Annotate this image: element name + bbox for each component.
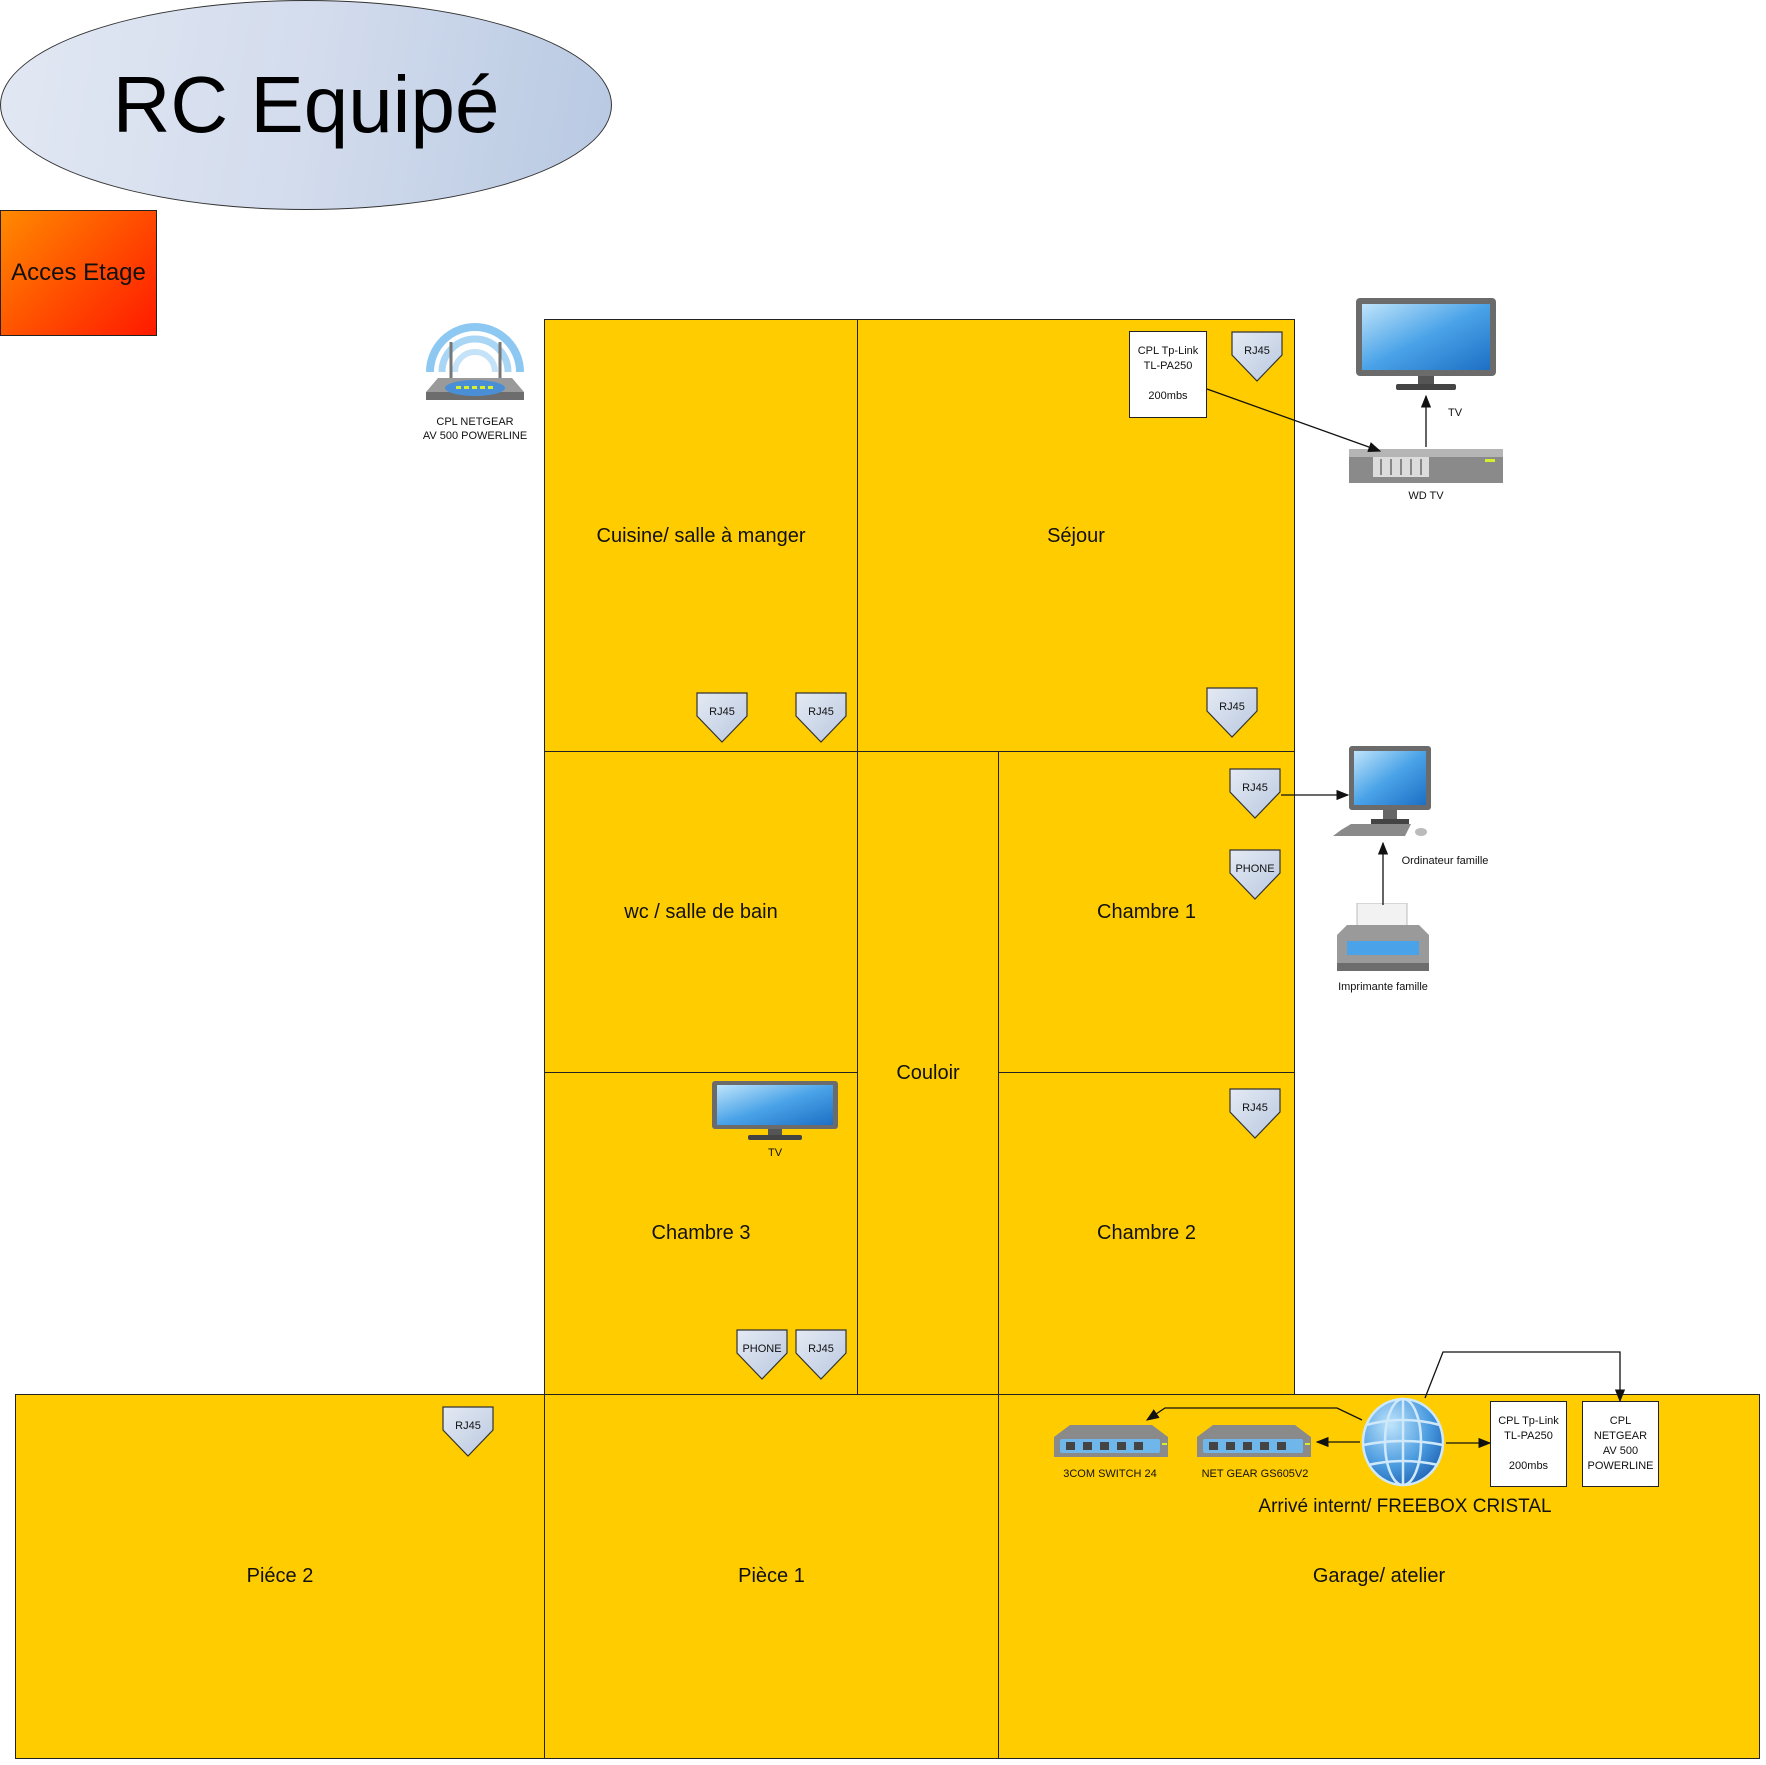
cpl-netgear-wifi[interactable] bbox=[420, 310, 530, 410]
port-cuisine-2[interactable]: RJ45 bbox=[795, 692, 847, 744]
caption-line: CPL NETGEAR bbox=[436, 416, 514, 428]
wall-port-icon bbox=[795, 692, 847, 743]
box-line: CPL bbox=[1609, 1415, 1632, 1427]
wall-port-icon bbox=[442, 1406, 494, 1457]
port-label: RJ45 bbox=[1242, 1102, 1268, 1114]
port-chambre3-phone[interactable]: PHONE bbox=[736, 1329, 788, 1381]
wall-port-icon bbox=[1231, 331, 1283, 382]
cpl-tplink-sejour[interactable]: CPL Tp-Link TL-PA250 200mbs bbox=[1129, 331, 1207, 418]
monitor-icon bbox=[712, 1081, 838, 1140]
tv-sejour-caption: TV bbox=[1447, 407, 1463, 419]
box-line: TL-PA250 bbox=[1143, 360, 1193, 372]
room-label: Pièce 1 bbox=[738, 1565, 805, 1587]
wall-port-icon bbox=[1229, 768, 1281, 819]
port-label: PHONE bbox=[742, 1343, 782, 1355]
port-label: RJ45 bbox=[1219, 701, 1245, 713]
room-label: Garage/ atelier bbox=[1312, 1565, 1446, 1587]
port-chambre1-phone[interactable]: PHONE bbox=[1229, 849, 1281, 901]
acces-etage-label: Acces Etage bbox=[11, 259, 146, 286]
room-piece2[interactable]: Piéce 2 bbox=[15, 1394, 545, 1759]
wd-tv-caption: WD TV bbox=[1408, 490, 1444, 502]
imprimante-famille[interactable] bbox=[1333, 902, 1433, 975]
globe-icon bbox=[1361, 1397, 1445, 1487]
port-label: RJ45 bbox=[709, 706, 735, 718]
room-label: Séjour bbox=[1047, 525, 1105, 547]
switch-netgear-caption: NET GEAR GS605V2 bbox=[1201, 1468, 1309, 1480]
box-line: TL-PA250 bbox=[1504, 1430, 1553, 1442]
room-label: Chambre 1 bbox=[1097, 900, 1196, 923]
port-label: RJ45 bbox=[455, 1420, 481, 1432]
room-label: Piéce 2 bbox=[246, 1565, 314, 1587]
room-label: Couloir bbox=[896, 1061, 960, 1084]
cpl-tplink-garage[interactable]: CPL Tp-Link TL-PA250 200mbs bbox=[1490, 1401, 1567, 1487]
port-label: PHONE bbox=[1235, 863, 1275, 875]
wifi-router-icon bbox=[426, 323, 524, 400]
acces-etage[interactable]: Acces Etage bbox=[0, 210, 157, 336]
wall-port-icon bbox=[1206, 687, 1258, 738]
port-label: RJ45 bbox=[1244, 345, 1270, 357]
box-line: CPL Tp-Link bbox=[1498, 1415, 1559, 1427]
wall-port-icon bbox=[696, 692, 748, 743]
port-label: RJ45 bbox=[808, 1343, 834, 1355]
network-switch-icon bbox=[1054, 1425, 1168, 1457]
caption-line: AV 500 POWERLINE bbox=[422, 430, 528, 442]
cpl-netgear-garage[interactable]: CPL NETGEAR AV 500 POWERLINE bbox=[1582, 1401, 1659, 1487]
room-couloir[interactable]: Couloir bbox=[857, 751, 999, 1395]
title-ellipse: RC Equipé bbox=[0, 0, 612, 210]
port-label: RJ45 bbox=[1242, 782, 1268, 794]
page-title: RC Equipé bbox=[112, 60, 500, 149]
media-player-icon bbox=[1349, 449, 1503, 483]
wd-tv[interactable] bbox=[1349, 447, 1503, 485]
port-sejour-top[interactable]: RJ45 bbox=[1231, 331, 1283, 383]
box-line: CPL Tp-Link bbox=[1137, 345, 1199, 357]
freebox-caption: Arrivé internt/ FREEBOX CRISTAL bbox=[1258, 1496, 1552, 1517]
room-cuisine[interactable]: Cuisine/ salle à manger bbox=[544, 319, 858, 752]
monitor-icon bbox=[1356, 298, 1496, 390]
room-label: Chambre 3 bbox=[651, 1222, 751, 1244]
wall-port-icon bbox=[1229, 849, 1281, 900]
wall-port-icon bbox=[1229, 1088, 1281, 1139]
ordinateur-caption: Ordinateur famille bbox=[1401, 855, 1489, 867]
wall-port-icon bbox=[795, 1329, 847, 1380]
cpl-netgear-wifi-caption: CPL NETGEAR AV 500 POWERLINE bbox=[405, 415, 545, 443]
desktop-computer-icon bbox=[1333, 746, 1431, 836]
imprimante-caption: Imprimante famille bbox=[1338, 981, 1428, 993]
box-line: 200mbs bbox=[1148, 390, 1188, 402]
room-piece1[interactable]: Pièce 1 bbox=[544, 1394, 999, 1759]
port-chambre2-rj45[interactable]: RJ45 bbox=[1229, 1088, 1281, 1140]
tv-chambre3[interactable] bbox=[712, 1081, 838, 1141]
network-switch-icon bbox=[1197, 1425, 1311, 1457]
switch-3com[interactable] bbox=[1050, 1423, 1172, 1461]
port-piece2-rj45[interactable]: RJ45 bbox=[442, 1406, 494, 1458]
port-label: RJ45 bbox=[808, 706, 834, 718]
printer-icon bbox=[1337, 902, 1429, 971]
wall-port-icon bbox=[736, 1329, 788, 1380]
tv-sejour[interactable] bbox=[1354, 296, 1498, 396]
room-wc[interactable]: wc / salle de bain bbox=[544, 751, 858, 1073]
box-line: POWERLINE bbox=[1587, 1460, 1654, 1472]
box-line: AV 500 bbox=[1602, 1445, 1639, 1457]
tv-chambre3-caption: TV bbox=[767, 1147, 783, 1159]
port-cuisine-1[interactable]: RJ45 bbox=[696, 692, 748, 744]
ordinateur-famille[interactable] bbox=[1333, 746, 1433, 846]
room-label: Chambre 2 bbox=[1097, 1222, 1196, 1244]
switch-netgear[interactable] bbox=[1193, 1423, 1315, 1461]
box-line: 200mbs bbox=[1508, 1460, 1549, 1472]
room-label: wc / salle de bain bbox=[624, 900, 778, 923]
box-line: NETGEAR bbox=[1593, 1430, 1648, 1442]
port-chambre3-rj45[interactable]: RJ45 bbox=[795, 1329, 847, 1381]
switch-3com-caption: 3COM SWITCH 24 bbox=[1063, 1468, 1157, 1480]
freebox-globe[interactable] bbox=[1360, 1397, 1446, 1487]
port-chambre1-rj45[interactable]: RJ45 bbox=[1229, 768, 1281, 820]
room-label: Cuisine/ salle à manger bbox=[596, 525, 806, 547]
port-sejour-bottom[interactable]: RJ45 bbox=[1206, 687, 1258, 739]
